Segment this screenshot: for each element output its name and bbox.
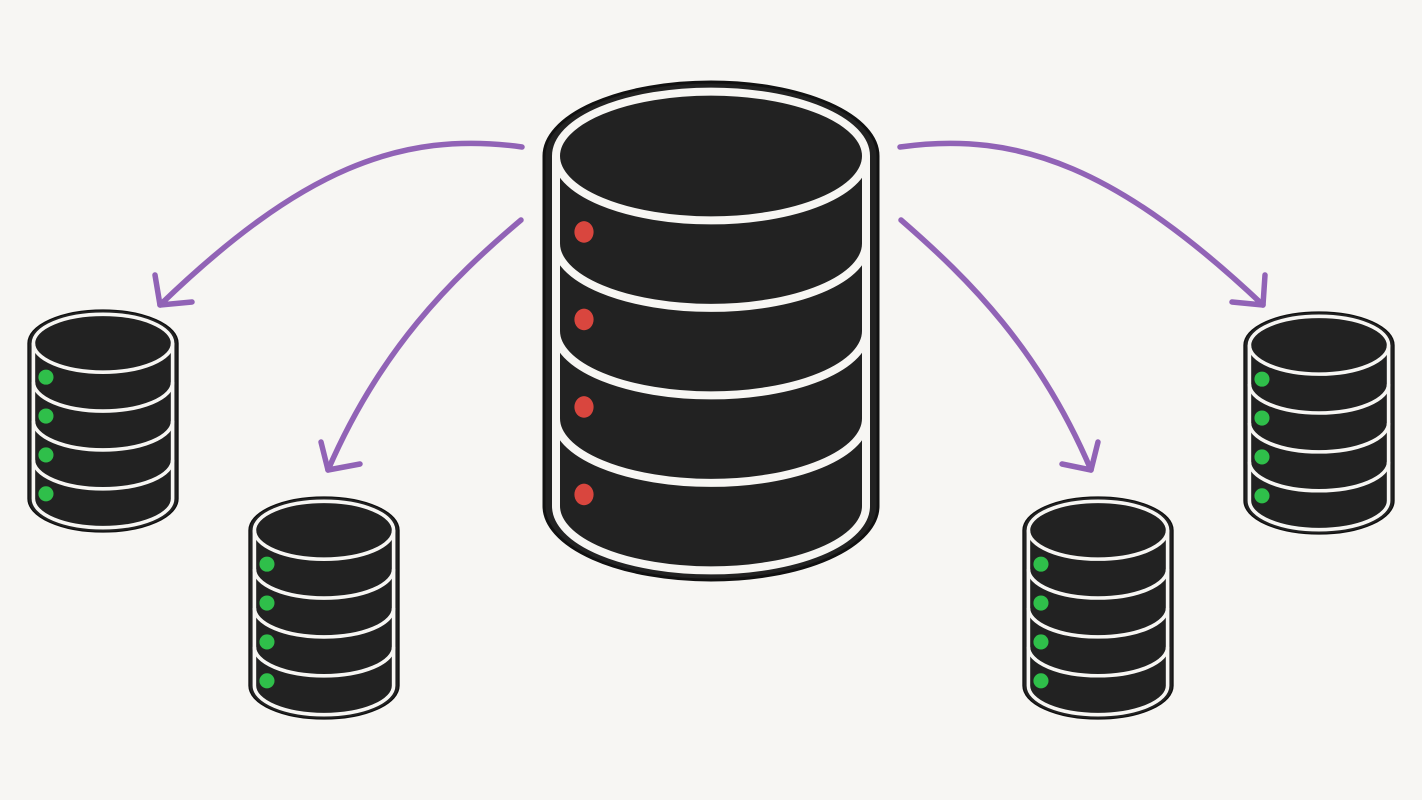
primary-database-icon-disk-seam (552, 243, 870, 312)
replication-arrow-icon-4 (897, 140, 1268, 308)
replica-database-icon-3 (1022, 496, 1174, 720)
replica-database-icon-4-status-led-icon (1254, 488, 1270, 504)
primary-database-icon-status-led-icon (574, 221, 594, 243)
replica-database-icon-3-outline (1026, 499, 1170, 717)
primary-database-icon-status-led-icon (574, 396, 594, 418)
replica-database-icon-3-status-led-icon (1033, 673, 1049, 689)
replica-database-icon-4-outline (1247, 314, 1391, 532)
primary-database-icon-disk-seam (552, 418, 870, 487)
replica-database-icon-3-disk-seam (1026, 607, 1170, 639)
replica-database-icon-1-status-led-icon (38, 369, 54, 385)
replication-arrow-icon-3 (898, 217, 1101, 473)
primary-database-icon-body (542, 80, 880, 582)
replica-database-icon-4-status-led-icon (1254, 449, 1270, 465)
replica-database-icon-1-status-led-icon (38, 486, 54, 502)
replica-database-icon-3-body (1022, 496, 1174, 720)
replica-database-icon-4-disk-seam (1247, 345, 1391, 376)
replica-database-icon-1-disk-seam (31, 343, 175, 374)
replica-database-icon-4-status-led-icon (1254, 410, 1270, 426)
replica-database-icon-1 (27, 309, 179, 533)
replica-database-icon-2-outline (252, 499, 396, 717)
replica-database-icon-2-status-led-icon (259, 673, 275, 689)
arrow-head-icon (1059, 439, 1101, 473)
replica-database-icon-2-disk-seam (252, 646, 396, 678)
replica-database-icon-2-disk-seam (252, 530, 396, 561)
arrow-shaft (898, 217, 1094, 473)
replica-database-icon-4-disk-seam (1247, 461, 1391, 493)
primary-database-icon-disk-seam (552, 330, 870, 400)
replica-database-icon-2-disk-seam (252, 568, 396, 600)
replica-database-icon-2-status-led-icon (259, 556, 275, 572)
replica-database-icon-3-disk-seam (1026, 530, 1170, 561)
replica-database-icon-3-status-led-icon (1033, 634, 1049, 650)
replica-database-icon-1-status-led-icon (38, 408, 54, 424)
arrow-head-icon (1229, 272, 1268, 308)
replica-database-icon-4-status-led-icon (1254, 371, 1270, 387)
replica-database-icon-2-body (248, 496, 400, 720)
replica-database-icon-3-disk-seam (1026, 646, 1170, 678)
replica-database-icon-1-outline (31, 312, 175, 530)
primary-database-icon-disk-seam (552, 155, 870, 225)
replica-database-icon-3-status-led-icon (1033, 556, 1049, 572)
arrows-layer (152, 140, 1268, 473)
primary-database-icon-outline (552, 87, 870, 575)
replica-database-icon-1-disk-seam (31, 420, 175, 452)
replication-arrow-icon-1 (152, 140, 525, 308)
replica-database-icon-1-disk-seam (31, 459, 175, 491)
replica-database-icon-1-body (27, 309, 179, 533)
replica-database-icon-2-disk-seam (252, 607, 396, 639)
arrow-head-icon (318, 439, 363, 473)
arrow-shaft (157, 140, 525, 308)
primary-database-icon-status-led-icon (574, 483, 594, 506)
arrow-head-icon (152, 272, 195, 308)
nodes-layer (27, 80, 1395, 720)
replication-arrow-icon-2 (318, 217, 524, 473)
primary-database-icon (542, 80, 880, 582)
replica-database-icon-2-status-led-icon (259, 634, 275, 650)
replica-database-icon-2 (248, 496, 400, 720)
replica-database-icon-1-status-led-icon (38, 447, 54, 463)
replica-database-icon-4-disk-seam (1247, 383, 1391, 415)
replica-database-icon-4-disk-seam (1247, 422, 1391, 454)
arrow-shaft (897, 140, 1266, 308)
replica-database-icon-2-status-led-icon (259, 595, 275, 611)
replica-database-icon-1-disk-seam (31, 381, 175, 413)
primary-database-icon-status-led-icon (574, 308, 594, 331)
arrow-shaft (325, 217, 524, 473)
replica-database-icon-3-disk-seam (1026, 568, 1170, 600)
replica-database-icon-4 (1243, 311, 1395, 535)
replica-database-icon-3-status-led-icon (1033, 595, 1049, 611)
replica-database-icon-4-body (1243, 311, 1395, 535)
